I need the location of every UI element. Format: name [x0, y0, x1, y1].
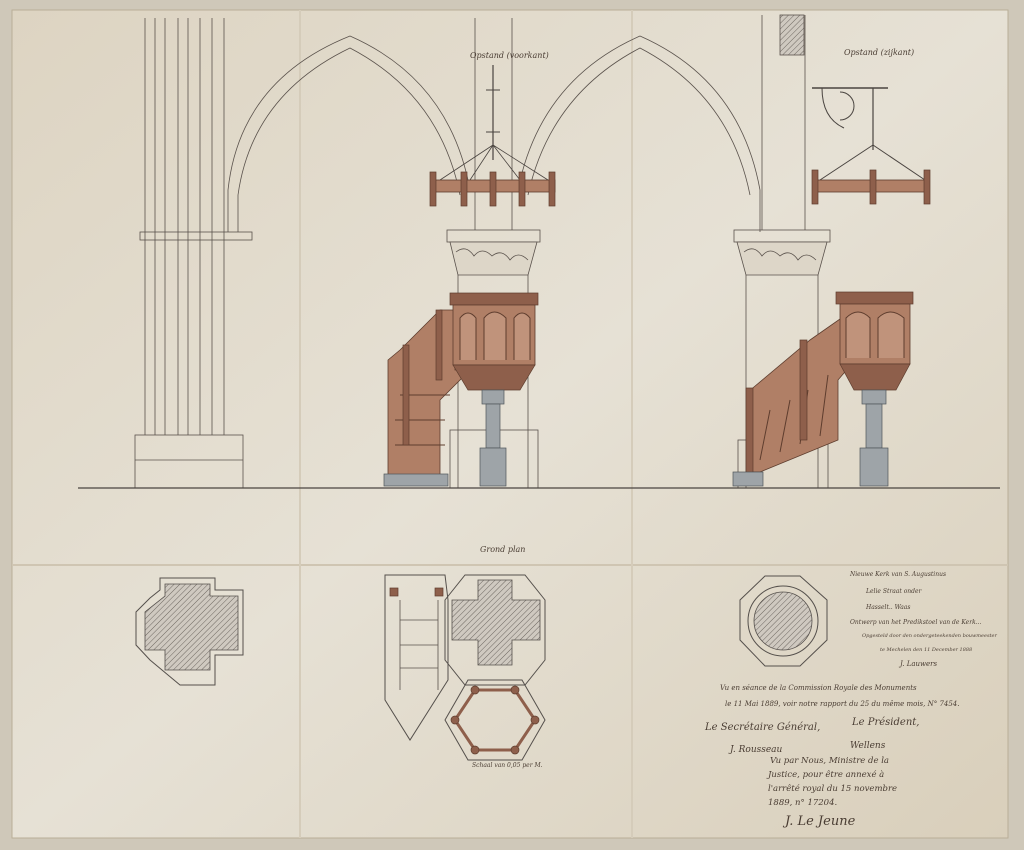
minister-line: 1889, n° 17204. [768, 798, 837, 808]
minister-line: Justice, pour être annexé à [766, 769, 884, 780]
scale-label: Schaal van 0,05 per M. [472, 762, 543, 769]
chandelier-side [811, 87, 931, 205]
secretary-signature: J. Rousseau [728, 745, 783, 755]
ground-plan-label: Grond plan [480, 545, 525, 554]
front-elevation-label: Opstand (voorkant) [470, 51, 549, 60]
title-line: Opgesteld door den ondergeteekenden bouw… [862, 633, 998, 639]
title-block: Nieuwe Kerk van S. Augustinus Lelie Stra… [849, 571, 998, 668]
president-signature: Wellens [850, 741, 886, 751]
architect-signature: J. Lauwers [898, 660, 938, 668]
pulpit-ground-plan [384, 574, 546, 761]
secretary-title: Le Secrétaire Général, [704, 722, 820, 733]
gothic-arches [227, 35, 761, 232]
pulpit-front-elevation [383, 292, 539, 487]
minister-line: Vu par Nous, Ministre de la [770, 756, 889, 766]
approval-line: Vu en séance de la Commission Royale des… [720, 684, 917, 692]
column-side [733, 14, 831, 489]
paper [11, 9, 1009, 839]
title-date: te Mechelen den 11 December 1888 [880, 647, 972, 653]
president-title: Le Président, [851, 717, 919, 728]
chandelier-front [429, 65, 556, 207]
title-line: Nieuwe Kerk van S. Augustinus [849, 571, 946, 578]
title-line: Ontwerp van het Predikstoel van de Kerk.… [850, 619, 982, 626]
title-line: Hasselt.. Waas [865, 604, 910, 611]
approval-line: le 11 Mai 1889, voir notre rapport du 25… [725, 700, 960, 708]
approval-block: Vu en séance de la Commission Royale des… [704, 684, 960, 829]
title-line: Lelie Straat onder [865, 588, 923, 595]
minister-signature: J. Le Jeune [782, 814, 856, 829]
minister-line: l'arrêté royal du 15 novembre [768, 783, 897, 794]
pulpit-side-elevation [732, 291, 914, 487]
side-elevation-label: Opstand (zijkant) [844, 48, 914, 57]
pillar-plan-left [135, 577, 244, 686]
column-plan-right [739, 575, 828, 667]
